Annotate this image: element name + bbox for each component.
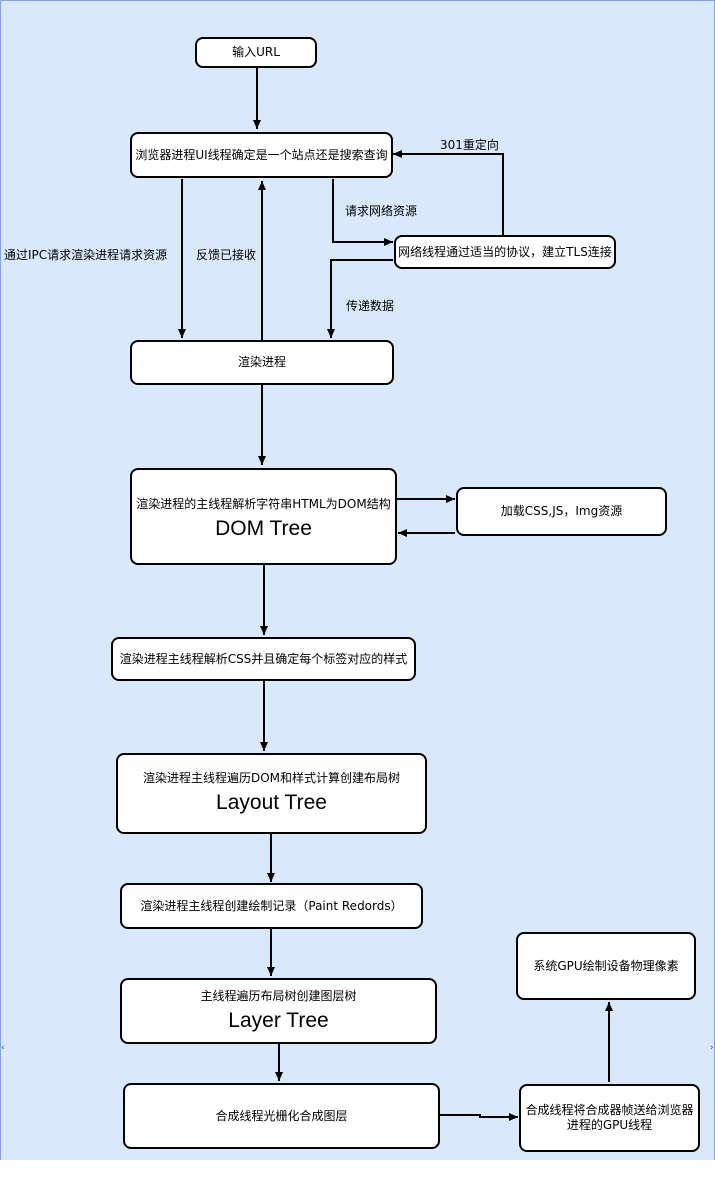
right-edge-marker: ›: [710, 1043, 714, 1053]
edge-label-request-network: 请求网络资源: [345, 204, 418, 218]
node-layout-tree: 渲染进程主线程遍历DOM和样式计算创建布局树 Layout Tree: [116, 753, 427, 834]
node-ui-thread: 浏览器进程UI线程确定是一个站点还是搜索查询: [130, 132, 393, 178]
node-dom-tree: 渲染进程的主线程解析字符串HTML为DOM结构 DOM Tree: [130, 468, 397, 565]
node-raster-label: 合成线程光栅化合成图层: [215, 1108, 348, 1123]
node-paint-records: 渲染进程主线程创建绘制记录（Paint Redords）: [120, 883, 423, 929]
left-edge-marker: ‹: [1, 1043, 5, 1053]
node-send-frame-label: 合成线程将合成器帧送给浏览器进程的GPU线程: [525, 1103, 694, 1132]
edge-raster-to-send: [439, 1113, 518, 1121]
node-load-resources-label: 加载CSS,JS，Img资源: [500, 504, 623, 518]
node-load-resources: 加载CSS,JS，Img资源: [456, 487, 667, 536]
node-network-thread: 网络线程通过适当的协议，建立TLS连接: [394, 235, 616, 269]
node-layer-tree-title: Layer Tree: [228, 1008, 329, 1032]
node-paint-records-label: 渲染进程主线程创建绘制记录（Paint Redords）: [140, 898, 403, 913]
node-ui-thread-label: 浏览器进程UI线程确定是一个站点还是搜索查询: [135, 147, 388, 162]
node-input-url: 输入URL: [195, 37, 317, 68]
node-raster: 合成线程光栅化合成图层: [123, 1083, 440, 1149]
node-input-url-label: 输入URL: [232, 45, 280, 59]
edge-label-feedback: 反馈已接收: [196, 248, 257, 262]
node-render-process: 渲染进程: [130, 340, 394, 385]
node-dom-parse-label: 渲染进程的主线程解析字符串HTML为DOM结构: [136, 497, 391, 511]
node-layer-desc-label: 主线程遍历布局树创建图层树: [200, 988, 357, 1003]
edge-label-transfer-data: 传递数据: [346, 299, 395, 313]
node-network-thread-label: 网络线程通过适当的协议，建立TLS连接: [398, 244, 612, 259]
node-render-process-label: 渲染进程: [237, 355, 286, 369]
node-dom-tree-title: DOM Tree: [215, 517, 312, 540]
node-css-parse-label: 渲染进程主线程解析CSS并且确定每个标签对应的样式: [119, 651, 408, 666]
node-css-parse: 渲染进程主线程解析CSS并且确定每个标签对应的样式: [111, 637, 416, 681]
node-gpu-draw: 系统GPU绘制设备物理像素: [516, 932, 696, 1000]
node-layer-tree: 主线程遍历布局树创建图层树 Layer Tree: [120, 978, 437, 1044]
edge-ui-to-network: [332, 179, 393, 246]
node-send-frame: 合成线程将合成器帧送给浏览器进程的GPU线程: [519, 1084, 700, 1152]
edge-network-to-render: [327, 259, 393, 338]
node-gpu-draw-label: 系统GPU绘制设备物理像素: [533, 958, 679, 973]
edge-network-redirect: [393, 150, 504, 237]
node-layout-tree-title: Layout Tree: [216, 791, 327, 814]
edge-label-ipc-request: 通过IPC请求渲染进程请求资源: [4, 248, 168, 262]
edge-label-redirect: 301重定向: [440, 138, 499, 152]
node-layout-desc-label: 渲染进程主线程遍历DOM和样式计算创建布局树: [142, 771, 401, 785]
